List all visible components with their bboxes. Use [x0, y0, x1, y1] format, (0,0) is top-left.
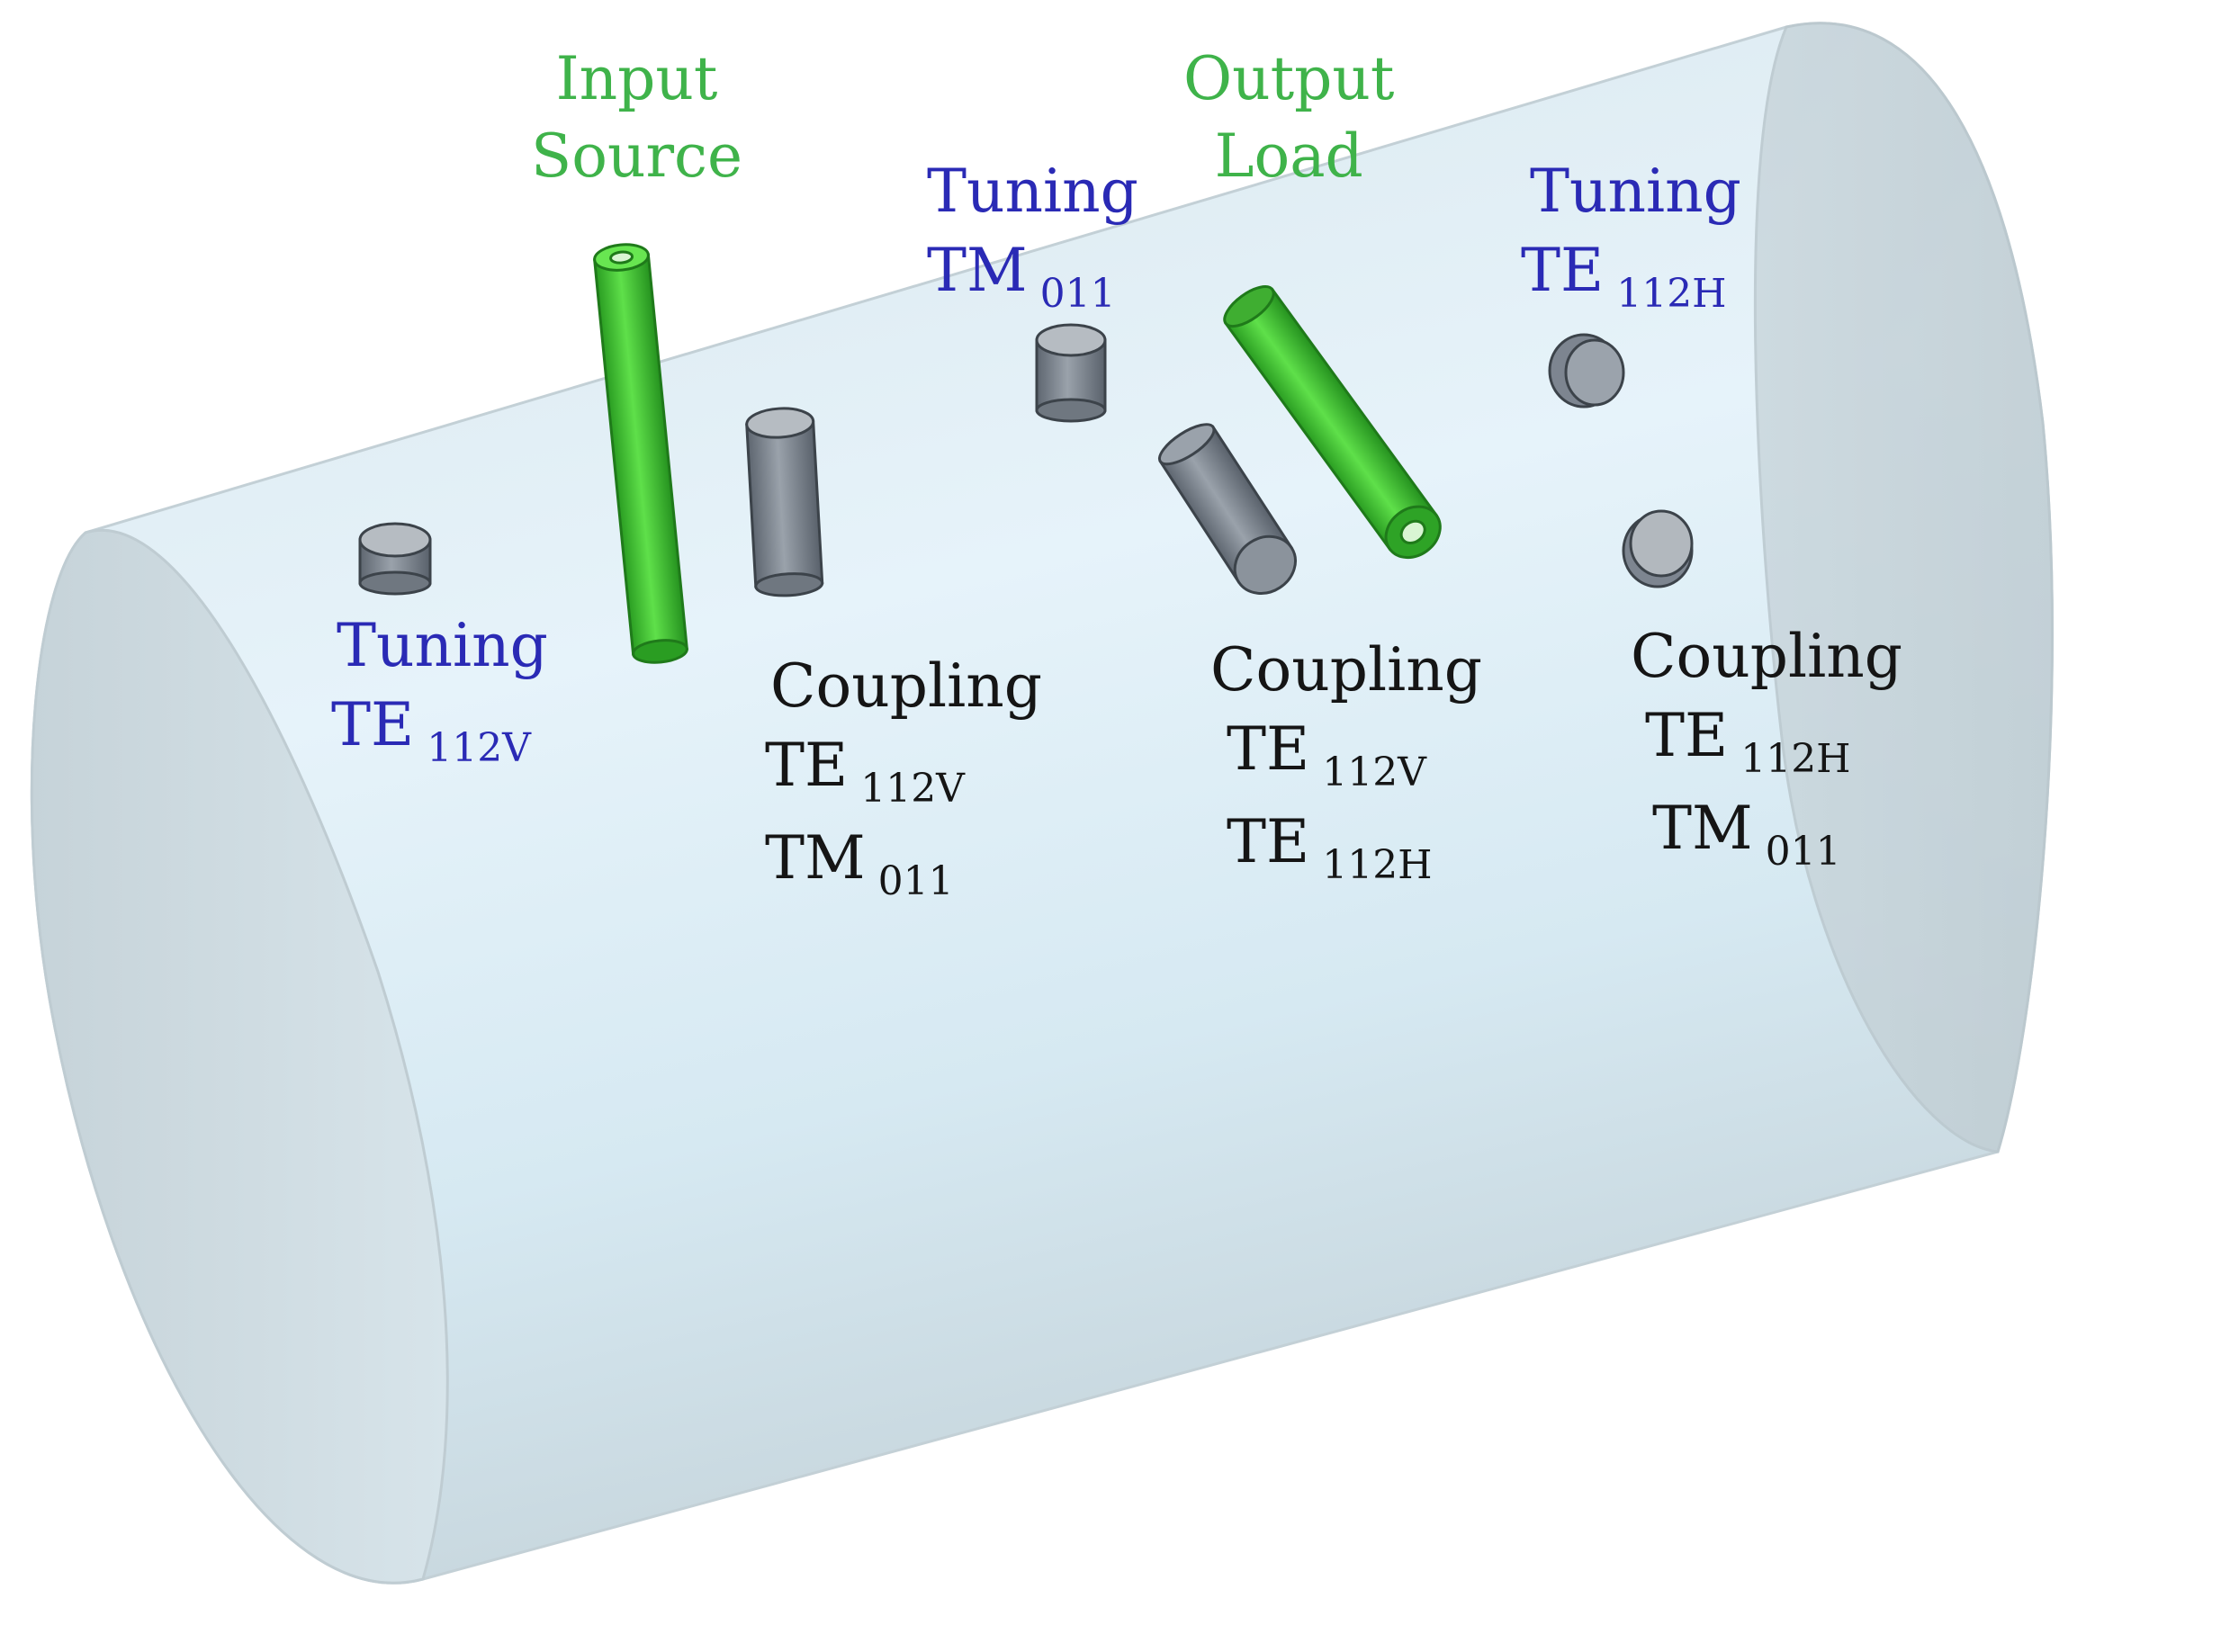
tuning-screw-te112h — [1548, 333, 1625, 409]
tuning-te112v-sub: 112V — [427, 725, 531, 771]
output-load-label-line2: Load — [1214, 121, 1363, 191]
output-load-label-line1: Output — [1183, 44, 1395, 113]
coupling-left-mode2: TM — [765, 823, 866, 893]
coupling-mid-word: Coupling — [1210, 635, 1482, 705]
tuning-te112v-word: Tuning — [337, 611, 548, 680]
coupling-screw-middle — [1158, 423, 1297, 595]
tuning-te112h-sub: 112H — [1616, 271, 1727, 317]
coupling-mid-sub1: 112V — [1322, 750, 1426, 795]
coupling-mid-sub2: 112H — [1322, 842, 1433, 888]
tuning-tm011-word: Tuning — [927, 157, 1138, 226]
tuning-te112h-word: Tuning — [1530, 157, 1741, 226]
coupling-right-word: Coupling — [1631, 622, 1902, 691]
input-source-label-line1: Input — [555, 44, 718, 113]
coupling-right-sub1: 112H — [1740, 736, 1851, 782]
coupling-screw-right — [1622, 509, 1694, 588]
coupling-screw-left — [745, 407, 824, 597]
coupling-left-word: Coupling — [770, 651, 1042, 721]
cavity-right-end — [1753, 22, 2054, 1154]
coupling-left-mode1: TE — [765, 731, 849, 800]
coupling-mid-mode1: TE — [1227, 714, 1310, 784]
coupling-mid-mode2: TE — [1227, 807, 1310, 876]
input-source-label-line2: Source — [531, 121, 743, 191]
tuning-te112v-mode: TE — [331, 690, 415, 759]
tuning-screw-tm011 — [1035, 323, 1107, 423]
output-load-probe — [1223, 285, 1442, 560]
coupling-right-mode2: TM — [1652, 794, 1753, 863]
coupling-right-sub2: 011 — [1765, 829, 1841, 875]
tuning-te112h-mode: TE — [1521, 236, 1605, 305]
coupling-right-mode1: TE — [1645, 701, 1729, 770]
cavity-left-end — [30, 529, 449, 1585]
tuning-screw-te112v — [358, 522, 432, 596]
input-source-label: Input Source — [531, 49, 742, 186]
coupling-left-sub1: 112V — [860, 766, 965, 812]
input-source-probe — [593, 243, 688, 664]
tuning-tm011-sub: 011 — [1039, 271, 1116, 317]
tuning-tm011-mode: TM — [927, 236, 1028, 305]
output-load-label: Output Load — [1183, 49, 1394, 186]
coupling-left-sub2: 011 — [877, 858, 954, 904]
